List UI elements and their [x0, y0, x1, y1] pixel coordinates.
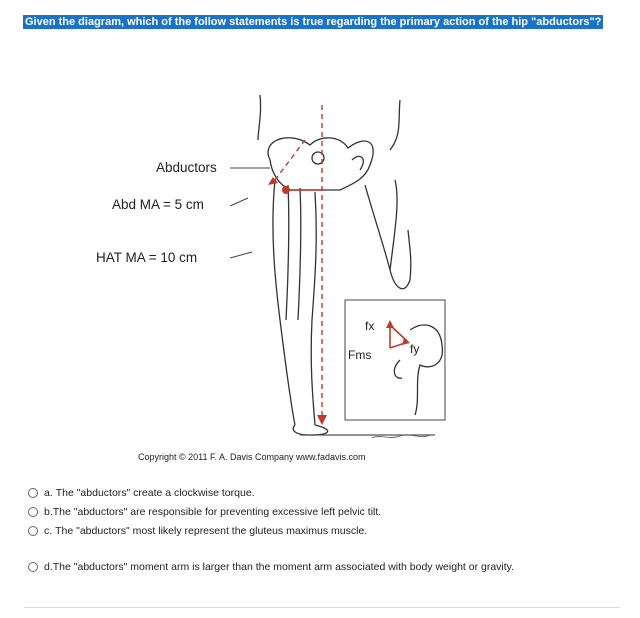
label-abductors: Abductors: [156, 160, 217, 175]
radio-b[interactable]: [28, 507, 38, 517]
option-a-letter: a.: [44, 487, 53, 499]
option-a-text: The "abductors" create a clockwise torqu…: [55, 487, 255, 499]
label-abd-ma: Abd MA = 5 cm: [112, 197, 204, 212]
option-c-letter: c.: [44, 525, 53, 537]
label-fy: fy: [410, 342, 420, 356]
option-d-text: The "abductors" moment arm is larger tha…: [52, 561, 515, 573]
divider: [24, 607, 620, 608]
hip-abductor-diagram: Abductors Abd MA = 5 cm HAT MA = 10 cm f…: [90, 80, 470, 470]
option-c[interactable]: c. The "abductors" most likely represent…: [28, 525, 367, 537]
question-text: Given the diagram, which of the follow s…: [23, 15, 604, 29]
radio-d[interactable]: [28, 562, 38, 572]
label-fx: fx: [365, 319, 375, 333]
label-fms: Fms: [348, 348, 372, 362]
option-d[interactable]: d.The "abductors" moment arm is larger t…: [28, 561, 514, 573]
option-a[interactable]: a. The "abductors" create a clockwise to…: [28, 487, 255, 499]
label-hat-ma: HAT MA = 10 cm: [96, 250, 198, 265]
option-c-text: The "abductors" most likely represent th…: [55, 525, 368, 537]
diagram-drawing: [229, 94, 446, 439]
radio-a[interactable]: [28, 488, 38, 498]
figure-copyright: Copyright © 2011 F. A. Davis Company www…: [138, 452, 366, 462]
radio-c[interactable]: [28, 526, 38, 536]
option-d-letter: d.: [44, 561, 53, 573]
option-b[interactable]: b.The "abductors" are responsible for pr…: [28, 506, 381, 518]
option-b-letter: b.: [44, 506, 53, 518]
option-b-text: The "abductors" are responsible for prev…: [52, 506, 382, 518]
